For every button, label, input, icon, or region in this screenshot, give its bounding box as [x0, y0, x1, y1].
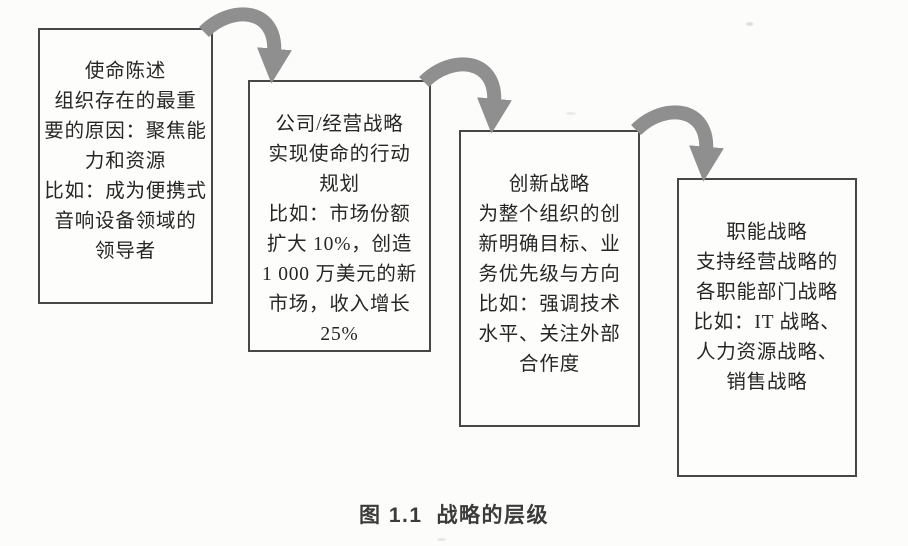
box-line: 音响设备领域的	[54, 211, 197, 232]
box-line: 市场，收入增长	[268, 294, 411, 315]
box-line: 领导者	[95, 241, 156, 262]
figure-title: 战略的层级	[436, 504, 550, 527]
box-line: 水平、关注外部	[478, 324, 621, 345]
box-line: 合作度	[519, 354, 580, 375]
box-line: 支持经营战略的	[695, 252, 839, 273]
figure-caption: 图 1.1 战略的层级	[0, 499, 908, 529]
scan-speck	[566, 112, 576, 115]
scan-speck	[437, 538, 446, 541]
box-line: 比如：市场份额	[268, 204, 411, 225]
box-title: 职能战略	[726, 222, 808, 243]
box-line: 规划	[319, 174, 360, 195]
box-mission-statement: 使命陈述 组织存在的最重 要的原因：聚焦能 力和资源 比如：成为便携式 音响设备…	[38, 28, 213, 304]
flow-arrow-icon	[199, 7, 292, 84]
box-line: 要的原因：聚焦能	[44, 121, 207, 142]
box-line: 扩大 10%，创造	[266, 234, 413, 255]
box-line: 人力资源战略、	[695, 342, 839, 363]
box-innovation-strategy: 创新战略 为整个组织的创 新明确目标、业 务优先级与方向 比如：强调技术 水平、…	[459, 130, 640, 427]
box-corporate-business-strategy: 公司/经营战略 实现使命的行动 规划 比如：市场份额 扩大 10%，创造 1 0…	[248, 80, 431, 352]
box-line: 务优先级与方向	[478, 264, 621, 285]
box-line: 为整个组织的创	[478, 204, 621, 225]
box-line: 力和资源	[84, 151, 167, 172]
box-line: 比如：IT 战略、	[693, 312, 841, 333]
box-line: 组织存在的最重	[54, 91, 197, 112]
box-title: 创新战略	[508, 174, 591, 195]
box-line: 各职能部门战略	[695, 282, 839, 303]
scan-speck	[746, 22, 753, 26]
flow-arrow-icon	[631, 105, 724, 182]
box-title: 公司/经营战略	[275, 114, 404, 135]
flow-arrow-icon	[419, 57, 512, 134]
box-line: 比如：成为便携式	[44, 181, 207, 202]
box-line: 新明确目标、业	[478, 234, 621, 255]
box-line: 25%	[320, 324, 359, 345]
arrow-curve	[631, 105, 724, 182]
box-functional-strategy: 职能战略 支持经营战略的 各职能部门战略 比如：IT 战略、 人力资源战略、 销…	[677, 178, 857, 477]
arrow-curve	[199, 7, 292, 84]
box-line: 比如：强调技术	[478, 294, 621, 315]
box-line: 实现使命的行动	[268, 144, 411, 165]
box-line: 1 000 万美元的新	[261, 264, 418, 285]
box-line: 销售战略	[726, 372, 808, 393]
box-title: 使命陈述	[84, 61, 167, 82]
arrow-curve	[419, 57, 512, 134]
figure-number: 图 1.1	[358, 504, 423, 527]
